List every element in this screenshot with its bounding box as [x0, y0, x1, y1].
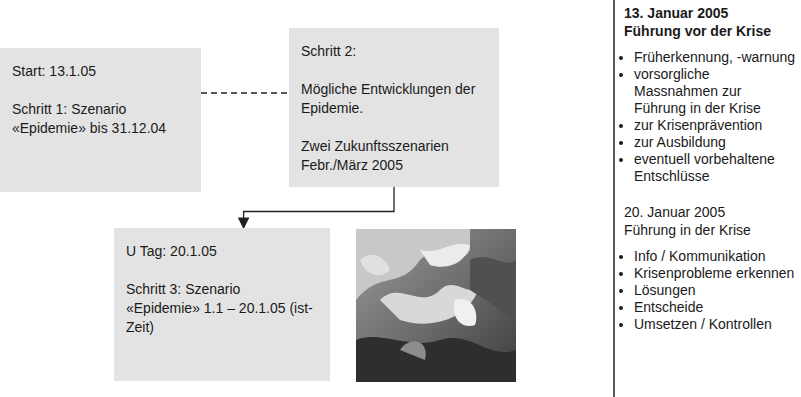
bullet-item: Umsetzen / Kontrollen — [634, 316, 796, 333]
process-box: Schritt 2: Mögliche Entwicklungen der Epi… — [289, 28, 499, 187]
bullet-item: Info / Kommunikation — [634, 248, 796, 265]
bullet-list: Früherkennung, -warnungvorsorgliche Mass… — [624, 49, 796, 185]
divider-line — [613, 0, 615, 397]
box-text: Schritt 2: — [301, 42, 487, 61]
section-heading: 20. Januar 2005 — [624, 203, 796, 221]
process-box: U Tag: 20.1.05Schritt 3: Szenario «Epide… — [114, 228, 330, 381]
section-heading: 13. Januar 2005 — [624, 4, 796, 22]
box-text: Schritt 1: Szenario «Epidemie» bis 31.12… — [12, 100, 189, 138]
bullet-item: zur Ausbildung — [634, 134, 796, 151]
bullet-item: Lösungen — [634, 282, 796, 299]
bullet-item: vorsorgliche Massnahmen zur Führung in d… — [634, 66, 796, 117]
process-box: Start: 13.1.05Schritt 1: Szenario «Epide… — [0, 48, 201, 192]
bullet-item: Entscheide — [634, 299, 796, 316]
side-panel: 13. Januar 2005Führung vor der KriseFrüh… — [624, 4, 796, 333]
box-text: Schritt 3: Szenario «Epidemie» 1.1 – 20.… — [126, 280, 318, 337]
box-text: Start: 13.1.05 — [12, 62, 189, 81]
box-text: U Tag: 20.1.05 — [126, 242, 318, 261]
box-text: Mögliche Entwicklungen der Epidemie. — [301, 80, 487, 118]
arrow-connector — [244, 187, 394, 228]
box-text: Zwei Zukunftsszenarien Febr./März 2005 — [301, 137, 487, 175]
bullet-item: Früherkennung, -warnung — [634, 49, 796, 66]
bullet-item: zur Krisenprävention — [634, 117, 796, 134]
section-heading: Führung in der Krise — [624, 221, 796, 239]
bullet-item: eventuell vorbehaltene Entschlüsse — [634, 151, 796, 185]
photo — [356, 229, 516, 382]
dashed-connector — [201, 92, 289, 93]
bullet-list: Info / KommunikationKrisenprobleme erken… — [624, 248, 796, 333]
bullet-item: Krisenprobleme erkennen — [634, 265, 796, 282]
section-heading: Führung vor der Krise — [624, 22, 796, 40]
